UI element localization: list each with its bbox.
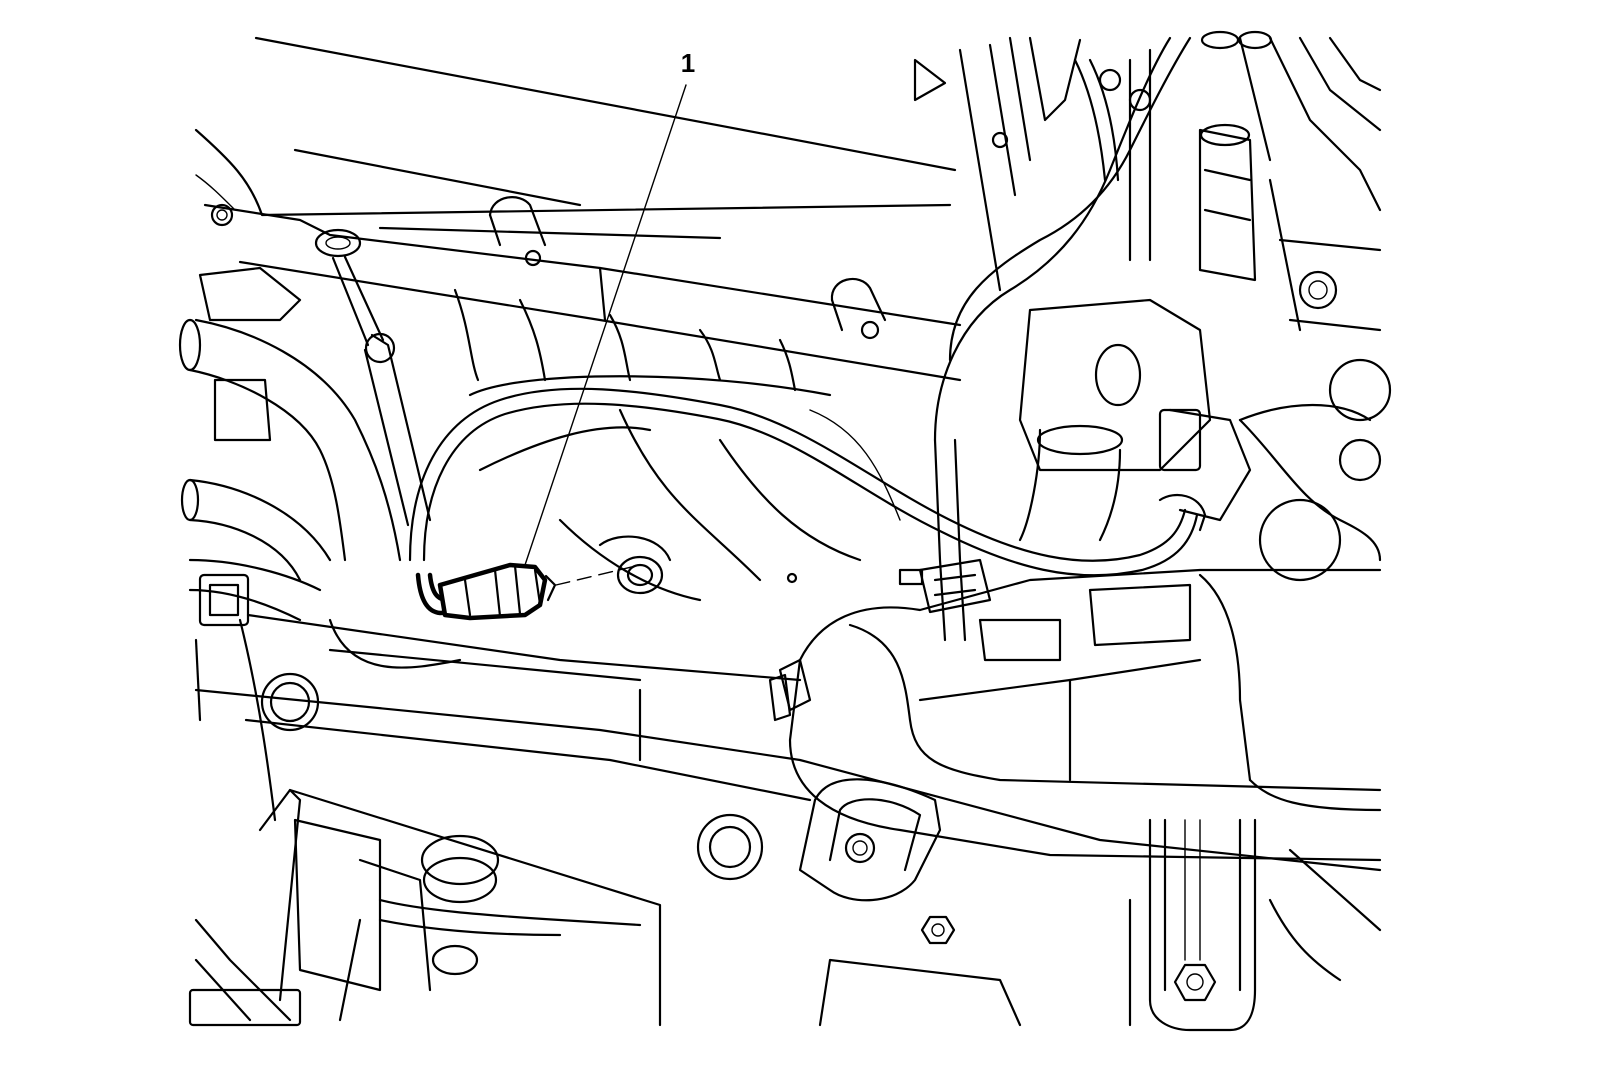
lower-left-connector-bracket	[188, 788, 662, 1027]
intake-housing	[788, 568, 1382, 862]
lower-washer	[696, 813, 764, 881]
lower-pan-recess	[818, 958, 1022, 1027]
lower-hex-nut	[920, 915, 956, 945]
left-bracket	[194, 266, 320, 822]
install-direction-line	[555, 564, 641, 586]
exhaust-manifold	[453, 288, 901, 602]
callout-1-label: 1	[681, 48, 695, 78]
lower-engine-block	[194, 613, 1382, 872]
lower-right-rail	[1128, 818, 1382, 1032]
orientation-arrow	[913, 58, 947, 102]
upper-right-hoses	[933, 30, 1273, 642]
engine-top-cover	[194, 36, 962, 382]
lower-mounting-lug	[798, 778, 942, 902]
left-coolant-hoses	[178, 318, 402, 622]
fuel-rail-assembly	[958, 36, 1382, 332]
hose-clamp-center	[898, 558, 992, 614]
vacuum-hose	[408, 387, 1207, 577]
sensor-mounting-boss	[598, 535, 672, 595]
throttle-body	[1018, 298, 1392, 582]
hose-clamp-lower	[768, 658, 812, 722]
callout-1: 1	[524, 48, 695, 566]
sensor-component-1	[415, 562, 557, 621]
callout-1-leader	[524, 84, 687, 566]
dipstick-tube	[314, 228, 432, 527]
cover-bolt-left	[210, 203, 234, 227]
cover-mounting-tab-left	[488, 196, 547, 267]
cover-mounting-tab-right	[830, 278, 887, 340]
